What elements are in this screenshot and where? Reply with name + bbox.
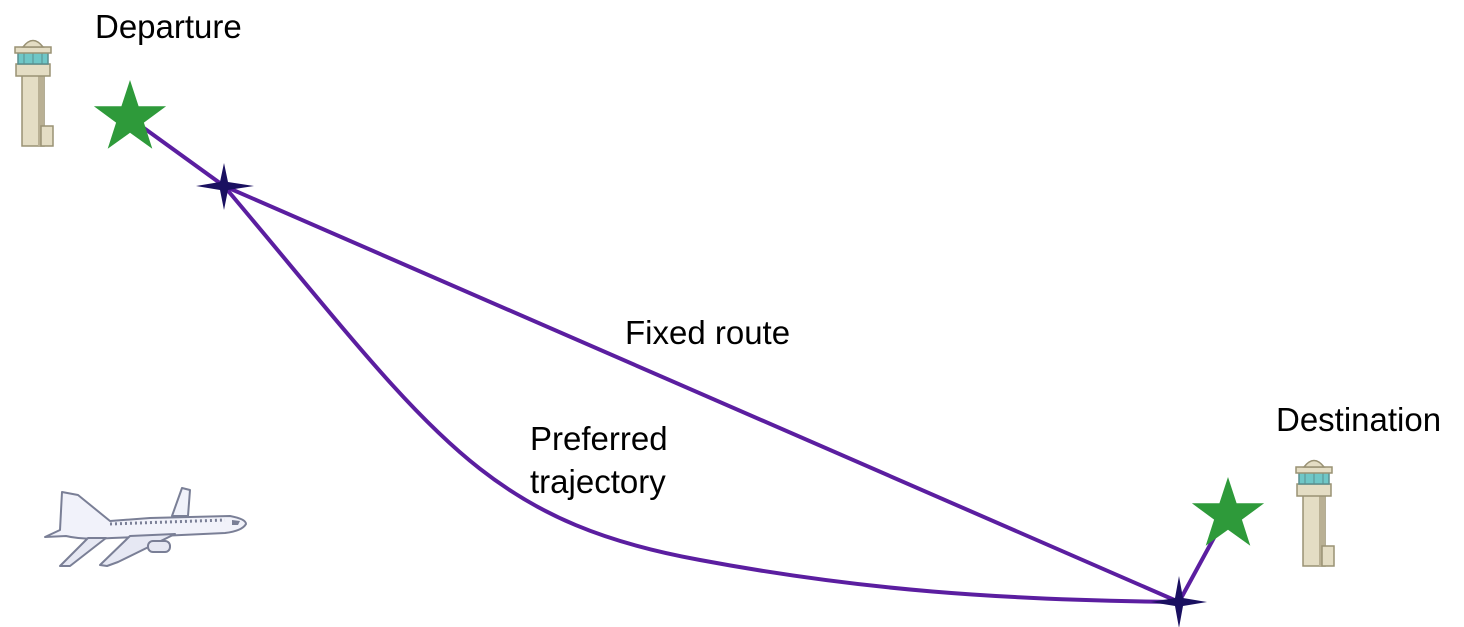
preferred-trajectory-label-line2: trajectory [530,463,666,500]
fixed-route-label: Fixed route [625,314,790,351]
fixed-route-line [223,184,1180,604]
destination-label: Destination [1276,401,1441,438]
departure-tower-icon [14,39,54,147]
preferred-trajectory-curve [222,184,1180,604]
waypoint-1-icon [196,163,254,210]
airplane-icon [44,487,247,567]
preferred-trajectory-label-line1: Preferred [530,420,668,457]
destination-tower-icon [1295,459,1335,567]
departure-label: Departure [95,8,242,45]
waypoint-2-icon [1151,576,1207,627]
destination-star-icon [1191,477,1265,546]
departure-star-icon [93,80,167,149]
